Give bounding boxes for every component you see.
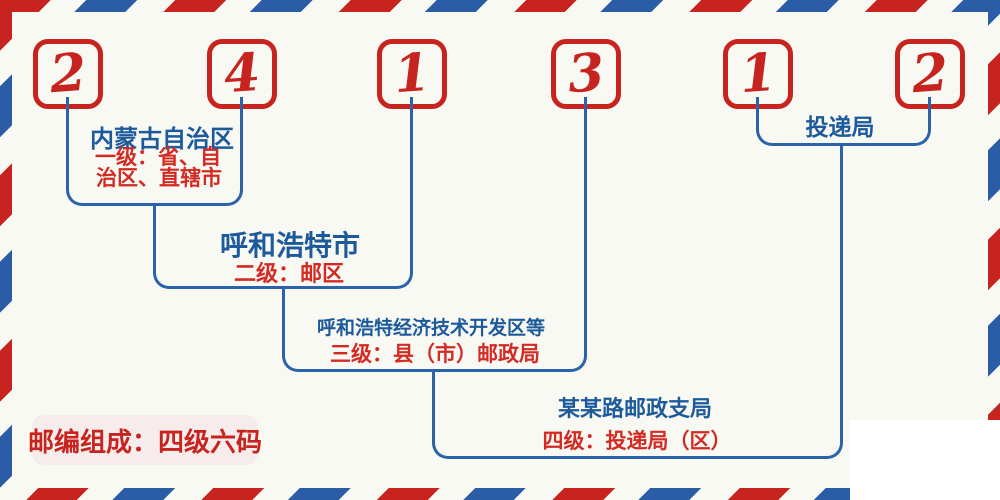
level3-bracket: [282, 346, 587, 372]
level4-place-label: 某某路邮政支局: [557, 397, 713, 422]
connector-level3-stem: [432, 369, 435, 435]
digit-2: 4: [221, 41, 263, 106]
delivery-bracket: [756, 120, 931, 146]
connector-digit1-line: [66, 97, 69, 181]
level1-desc-line2: 治区、直辖市: [96, 166, 222, 190]
level2-bracket: [153, 263, 413, 289]
connector-digit5-line: [756, 97, 759, 122]
level1-desc-line1: 一级：省、自: [95, 145, 221, 169]
connector-digit2-line: [240, 97, 243, 181]
digit-5: 1: [737, 41, 779, 106]
connector-level1-stem: [153, 203, 156, 265]
bottom-right-white-patch: [850, 420, 1000, 500]
connector-digit3-line: [410, 97, 413, 264]
level1-bracket: [66, 180, 243, 206]
level4-desc-label: 四级：投递局（区）: [542, 429, 732, 453]
level2-place-label: 呼和浩特市: [219, 229, 361, 262]
level2-desc-label: 二级：邮区: [233, 262, 345, 287]
digit-6: 2: [909, 41, 951, 106]
digit-1: 2: [47, 41, 89, 106]
connector-digit4-line: [584, 97, 587, 347]
diagram-canvas: 2 4 1 3 1 2 内蒙古自治区: [12, 12, 988, 488]
badge-text: 邮编组成：四级六码: [28, 427, 263, 458]
connector-delivery-stem: [840, 143, 843, 435]
postal-code-composition-badge: 邮编组成：四级六码: [28, 415, 262, 465]
connector-level2-stem: [282, 286, 285, 348]
digit-4: 3: [565, 41, 607, 106]
delivery-office-label: 投递局: [805, 115, 875, 141]
level4-bracket: [432, 433, 843, 459]
level1-place-label: 内蒙古自治区: [90, 125, 234, 153]
digit-3: 1: [391, 41, 433, 106]
level3-place-label: 呼和浩特经济技术开发区等: [316, 317, 546, 339]
connector-digit6-line: [928, 97, 931, 122]
level3-desc-label: 三级：县（市）邮政局: [330, 342, 540, 366]
